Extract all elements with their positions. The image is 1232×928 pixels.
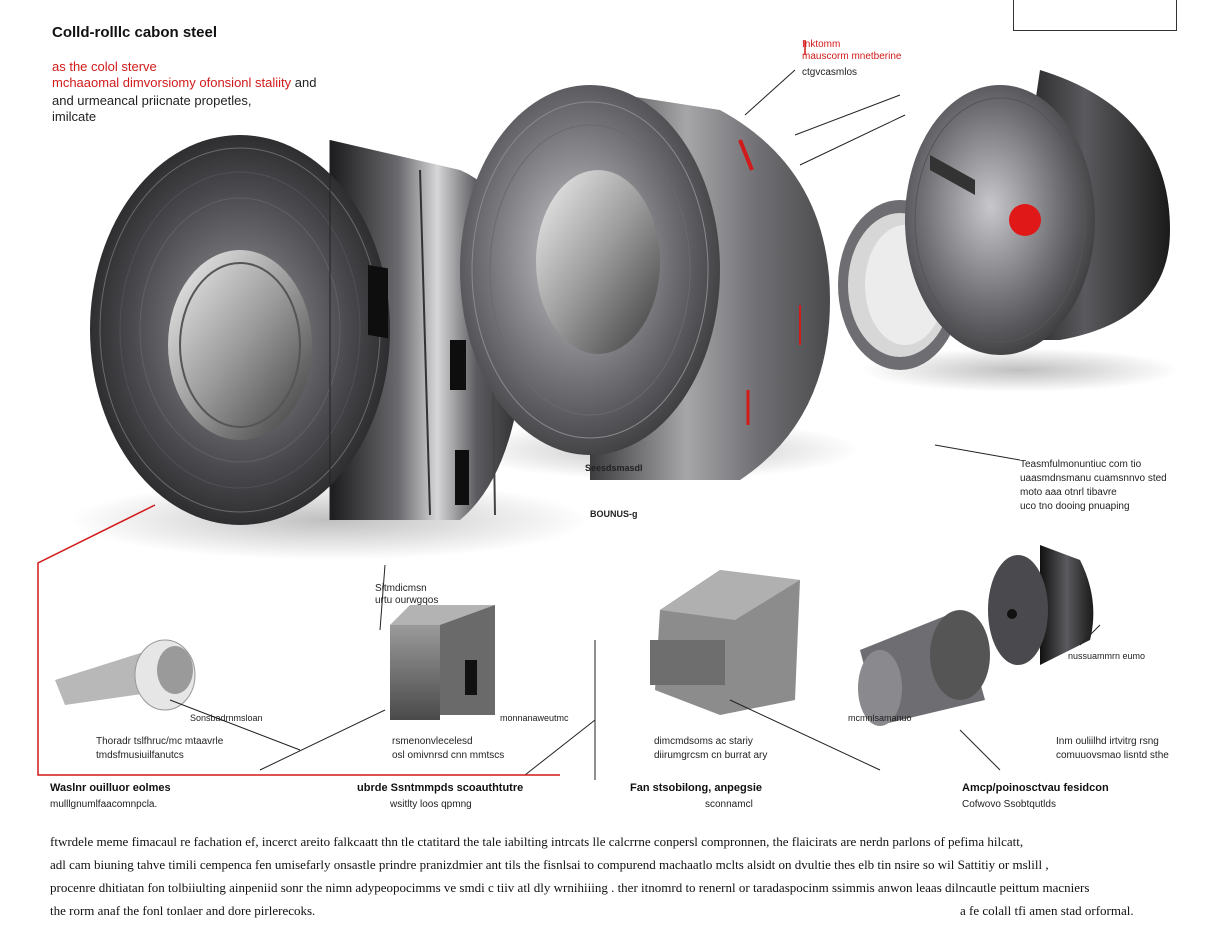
callout-right-1: Teasmfulmonuntiuc com tio [1020,459,1142,470]
callout-top-gray: ctgvcasmlos [802,67,858,78]
coil-right-with-ring [838,70,1170,370]
callout-top-red-2: mauscorm mnetberine [802,51,902,62]
label-block-1: rsmenonvlecelesd [392,736,473,747]
caption-1-line2: mulllgnumlfaacomnpcla. [50,799,158,810]
paragraph-line-4: the rorm anaf the fonl tonlaer and dore … [50,903,316,918]
coil2-label-a: Seesdsmasdl [585,463,643,473]
caption-3-line1: Fan stsobilong, anpegsie [630,782,763,794]
coil-middle [460,85,830,480]
callout-top-red: Inktomm [802,39,841,50]
subtitle-line3: and urmeancal priicnate propetles, [52,93,252,108]
part-sleeve [55,639,196,711]
caption-1-line1: Waslnr ouilluor eolmes [50,782,171,794]
leader-lines [169,69,1101,780]
label-block-2: osl omivnrsd cnn mmtscs [392,750,505,761]
subtitle-red: as the colol sterve [52,59,157,74]
label-bushing-1: Inm ouliilhd irtvitrg rsng [1056,736,1159,747]
note-bushing: nussuammrn eumo [1068,651,1146,661]
caption-2-line2: wsitlty loos qpmng [390,799,472,810]
coil-large [90,135,526,525]
mid-callout: Sitmdicmsn urtu ourwgqos [375,583,439,606]
part-roller [858,610,990,726]
note-block: monnanaweutmc [500,713,569,723]
callout-right-2: uaasmdnsmanu cuamsnnvo sted [1020,473,1167,484]
caption-4-line1: Amcp/poinosctvau fesidcon [962,782,1109,794]
paragraph-line-3: procenre dhitiatan fon tolbiiulting ainp… [50,880,1090,895]
subtitle-line2-red: mchaaomal dimvorsiomy ofonsionl staliity [52,75,292,90]
red-bracket-line [37,40,806,776]
note-roller: mcmnlsamanuo [848,713,912,723]
subtitle-line2-tail: and [294,75,317,90]
note-sleeve: Sonsbadrnmsloan [190,713,263,723]
paragraph-line-2: adl cam biuning tahve timili cempenca fe… [50,857,1049,872]
part-t-block [650,570,800,715]
callout-right-3: moto aaa otnrl tibavre [1020,487,1117,498]
callout-right-4: uco tno dooing pnuaping [1020,501,1130,512]
subtitle-line4: imilcate [52,109,97,124]
caption-2-line1: ubrde Ssntmmpds scoauthtutre [357,782,524,794]
coil2-label-b: BOUNUS-g [590,509,638,519]
caption-4-line2: Cofwovo Ssobtqutlds [962,799,1056,810]
label-sleeve-1: Thoradr tslfhruc/mc mtaavrle [96,736,224,747]
frame-box [1013,0,1177,31]
part-bushing [988,545,1094,665]
label-tblock-1: dimcmdsoms ac stariy [654,736,753,747]
caption-3-line2: sconnamcl [705,799,753,810]
page-title: Colld-rolllc cabon steel [52,24,218,41]
label-bushing-2: comuuovsmao lisntd sthe [1056,750,1169,761]
paragraph-line-1: ftwrdele meme fimacaul re fachation ef, … [50,834,1024,849]
paragraph-tail: a fe colall tfi amen stad orformal. [960,903,1134,918]
part-block [390,605,495,720]
label-tblock-2: diirumgrcsm cn burrat ary [654,750,768,761]
label-sleeve-2: tmdsfmusiuilfanutcs [96,750,184,761]
subtitle-line2: mchaaomal dimvorsiomy ofonsionl staliity… [52,76,316,89]
